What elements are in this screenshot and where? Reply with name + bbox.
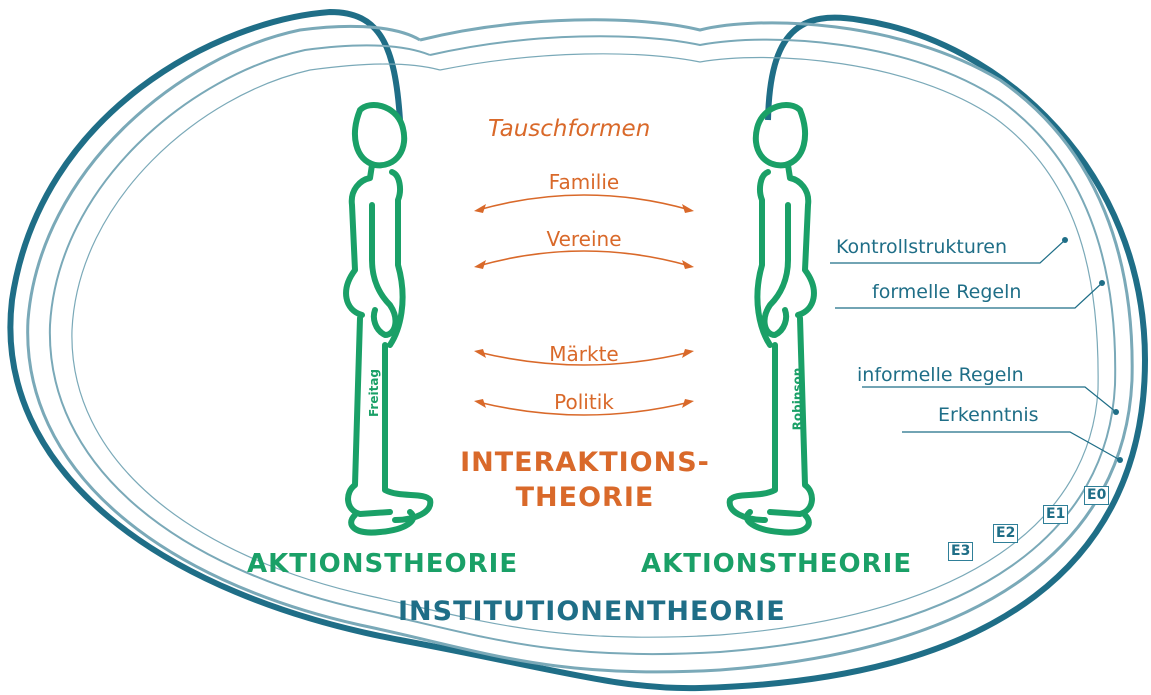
label-maerkte: Märkte — [484, 344, 684, 364]
layer-kontrollstrukturen: Kontrollstrukturen — [836, 238, 1007, 257]
layer-erkenntnis: Erkenntnis — [938, 406, 1039, 425]
label-familie: Familie — [484, 172, 684, 192]
arrow-vereine — [478, 251, 690, 266]
interaction-theory-title: INTERAKTIONS- THEORIE — [430, 445, 740, 515]
figure-right — [730, 105, 814, 533]
level-e3-badge: E3 — [948, 542, 973, 561]
label-politik: Politik — [484, 392, 684, 412]
interaction-theory-line-1: INTERAKTIONS- — [430, 445, 740, 480]
action-theory-right: AKTIONSTHEORIE — [641, 551, 912, 577]
level-e0-badge: E0 — [1084, 486, 1109, 505]
action-theory-left: AKTIONSTHEORIE — [247, 551, 518, 577]
institution-theory-title: INSTITUTIONENTHEORIE — [398, 598, 786, 625]
layer-formelle-regeln: formelle Regeln — [872, 283, 1021, 302]
figure-name-robinson: Robinson — [790, 368, 804, 431]
figure-name-freitag: Freitag — [367, 369, 381, 417]
arrow-familie — [478, 195, 690, 210]
interaction-theory-line-2: THEORIE — [430, 480, 740, 515]
level-e1-badge: E1 — [1043, 505, 1068, 524]
layer-informelle-regeln: informelle Regeln — [857, 366, 1024, 385]
figure-left — [346, 105, 430, 533]
level-e2-badge: E2 — [993, 524, 1018, 543]
leader-lines — [830, 240, 1120, 460]
heading-tauschformen: Tauschformen — [488, 118, 650, 141]
label-vereine: Vereine — [484, 229, 684, 249]
